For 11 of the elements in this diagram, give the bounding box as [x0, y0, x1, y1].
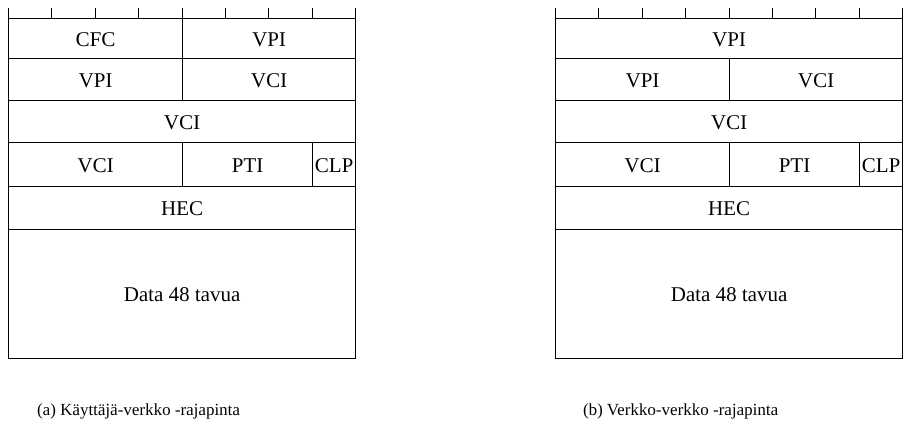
- header-field-cell: HEC: [555, 186, 903, 230]
- payload-field-cell: Data 48 tavua: [8, 229, 356, 359]
- subfigure-caption: (a) Käyttäjä-verkko -rajapinta: [37, 400, 240, 420]
- header-field-cell: VCI: [8, 100, 356, 143]
- header-field-cell: VPI: [555, 18, 903, 59]
- header-field-cell: HEC: [8, 186, 356, 230]
- payload-field-cell: Data 48 tavua: [555, 229, 903, 359]
- header-field-cell: VPI: [182, 18, 356, 59]
- header-field-cell: CFC: [8, 18, 183, 59]
- header-field-cell: VCI: [555, 100, 903, 143]
- subfigure-caption: (b) Verkko-verkko -rajapinta: [583, 400, 778, 420]
